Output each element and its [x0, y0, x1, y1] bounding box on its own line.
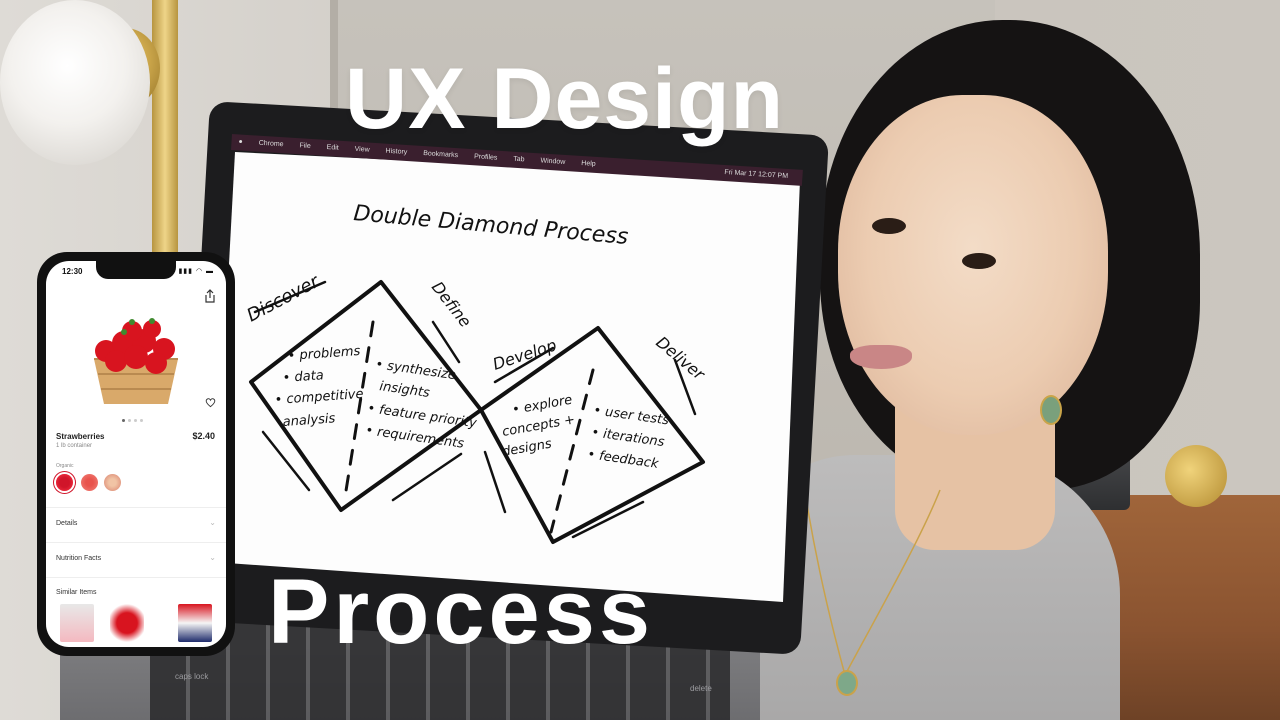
nutrition-facts-accordion[interactable]: Nutrition Facts ⌄: [46, 542, 226, 577]
section-divider: [46, 577, 226, 578]
variant-swatch-organic[interactable]: [56, 474, 73, 491]
d1-left-line-1: • problems: [287, 344, 361, 364]
chevron-down-icon: ⌄: [209, 518, 216, 527]
d1-left-line-4: analysis: [282, 411, 336, 430]
details-accordion[interactable]: Details ⌄: [46, 507, 226, 542]
variant-label: Organic: [56, 463, 74, 469]
phone-screen: 12:30 ▮▮▮ ◠ ▬ Strawberries 1 lb containe…: [46, 261, 226, 647]
arrow-deliver: [673, 358, 697, 416]
arrow-lower-mid: [391, 452, 463, 502]
arrow-define: [431, 320, 461, 364]
title-process: Process: [268, 561, 655, 663]
caps-lock-key: caps lock: [175, 672, 209, 681]
diamond-two: [479, 326, 705, 544]
title-ux-design: UX Design: [345, 51, 785, 147]
lamp-globe: [0, 0, 150, 165]
diamond-one-divider: [343, 320, 375, 499]
similar-items-title: Similar Items: [56, 589, 97, 596]
arrow-discover: [253, 280, 327, 314]
product-size: 1 lb container: [56, 443, 93, 449]
similar-item-thumb-1[interactable]: [60, 604, 94, 642]
status-time: 12:30: [62, 267, 83, 276]
arrow-lower-end: [571, 500, 645, 539]
strawberry-product-image: [94, 318, 178, 404]
earring: [1040, 395, 1062, 425]
arrow-develop: [493, 346, 555, 384]
d1-right-line-2: insights: [378, 379, 430, 401]
menu-tab[interactable]: Tab: [513, 155, 525, 164]
d1-left-line-2: • data: [282, 368, 324, 386]
laptop-screen: Double Diamond Process Discover Define D…: [213, 152, 800, 602]
details-label: Details: [56, 520, 78, 527]
menubar-clock: Fri Mar 17 12:07 PM: [724, 168, 789, 180]
variant-swatch-3[interactable]: [104, 474, 121, 491]
lips: [850, 345, 912, 369]
right-eye: [962, 253, 996, 269]
arrow-lower-right: [483, 450, 507, 514]
delete-key: delete: [690, 684, 712, 693]
status-icons: ▮▮▮ ◠ ▬: [178, 268, 214, 275]
nutrition-facts-label: Nutrition Facts: [56, 555, 102, 562]
diamond-two-divider: [549, 368, 595, 534]
menu-profiles[interactable]: Profiles: [473, 153, 498, 162]
menu-apple-icon[interactable]: ●: [238, 138, 243, 146]
menu-chrome[interactable]: Chrome: [258, 139, 284, 149]
brass-decoration: [1165, 445, 1227, 507]
left-eye: [872, 218, 906, 234]
menu-file[interactable]: File: [299, 142, 311, 150]
similar-item-thumb-3[interactable]: [178, 604, 212, 642]
arrow-lower-left: [261, 430, 311, 492]
menu-bookmarks[interactable]: Bookmarks: [422, 150, 459, 160]
necklace: [794, 424, 941, 676]
necklace-pendant: [836, 670, 858, 696]
lamp-pole: [152, 0, 178, 270]
product-price: $2.40: [192, 431, 215, 441]
variant-swatch-2[interactable]: [81, 474, 98, 491]
menu-edit[interactable]: Edit: [326, 143, 339, 152]
image-carousel-dots[interactable]: [122, 419, 143, 422]
similar-item-thumb-2[interactable]: [110, 604, 144, 642]
chevron-down-icon: ⌄: [209, 553, 216, 562]
heart-icon[interactable]: [205, 397, 216, 408]
menu-window[interactable]: Window: [540, 157, 566, 166]
phone-notch: [96, 261, 176, 279]
menu-help[interactable]: Help: [581, 159, 596, 168]
share-icon[interactable]: [204, 289, 216, 303]
d1-left-line-3: • competitive: [274, 387, 364, 408]
product-name: Strawberries: [56, 432, 105, 441]
